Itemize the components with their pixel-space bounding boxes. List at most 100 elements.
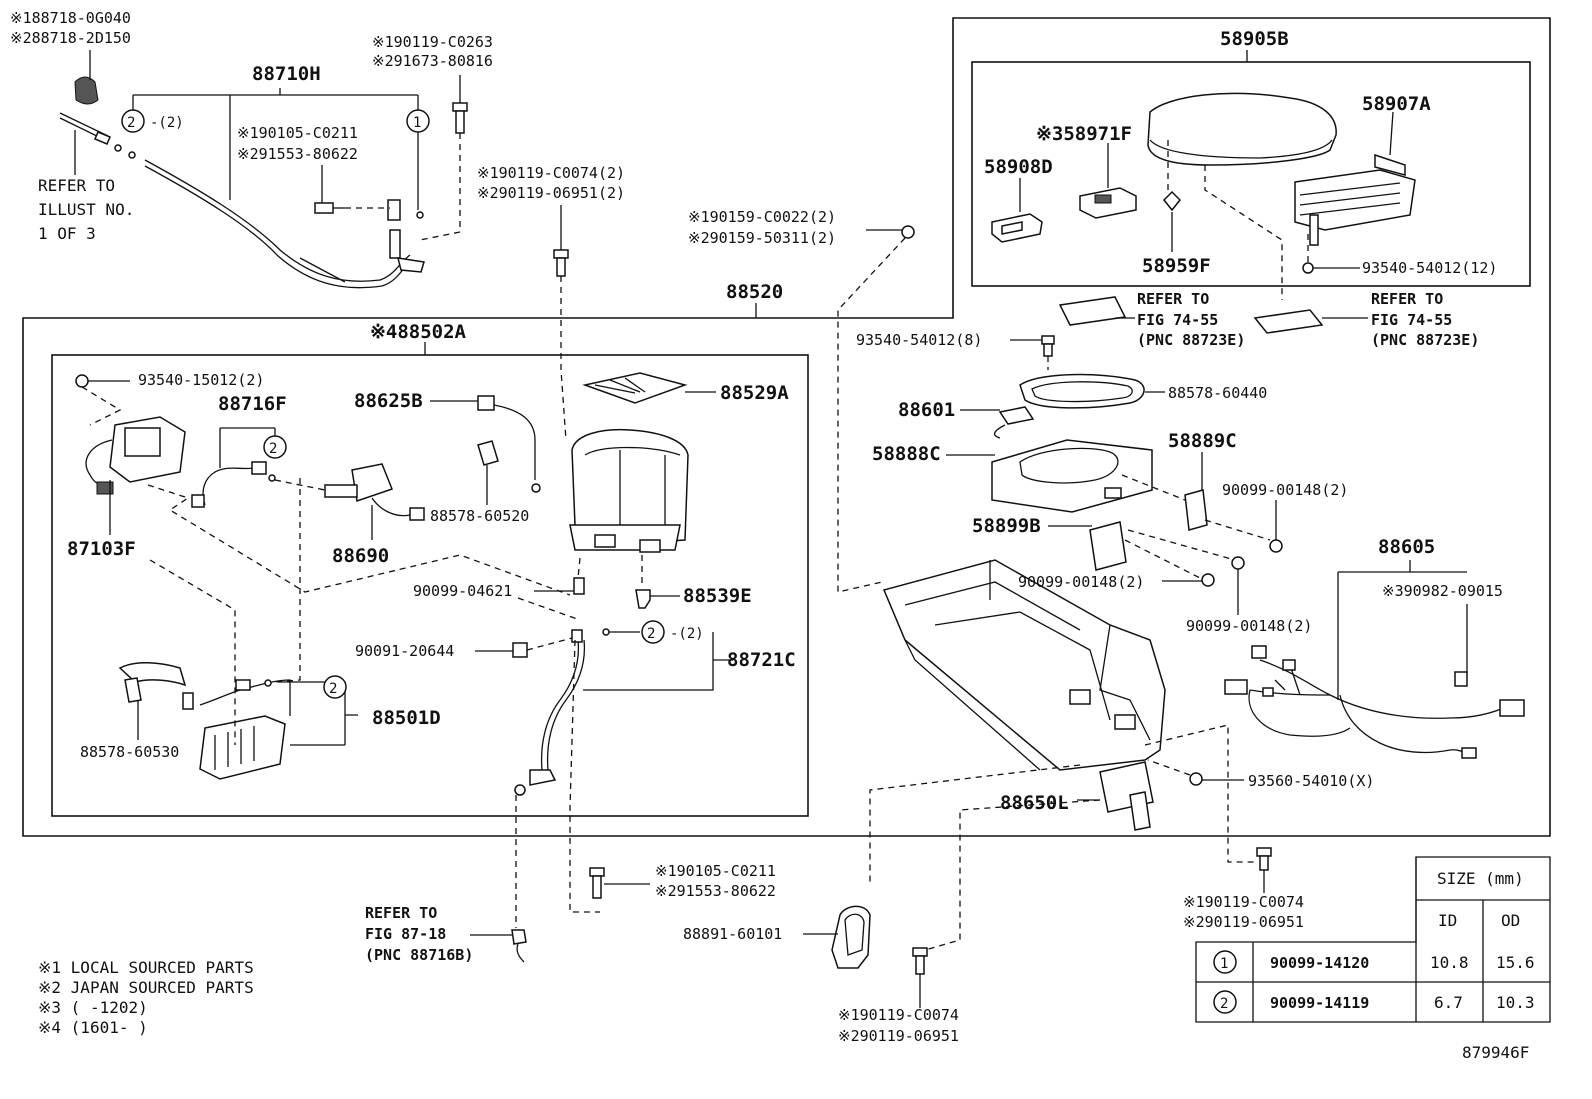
size-table-row2-mark-label: 2 [1220, 996, 1228, 1012]
label-ref-fig74-b-1: REFER TO [1371, 290, 1443, 308]
label-190105-top: ※190105-C0211 [237, 124, 358, 142]
screw-90099-00148-b-drawing [1162, 573, 1215, 587]
label-90091-20644: 90091-20644 [355, 642, 454, 660]
ecu-88650l-drawing [924, 761, 1154, 951]
button-88601-drawing [960, 406, 1035, 439]
size-table-row2-id: 6.7 [1434, 993, 1463, 1012]
size-table-col-id: ID [1438, 911, 1457, 930]
screw-90099-00148-a-drawing [1269, 500, 1283, 553]
legend-line-4: ※4 (1601- ) [38, 1018, 148, 1037]
label-88710h: 88710H [252, 63, 321, 85]
label-190119-bot-a: ※190119-C0074 [838, 1006, 959, 1024]
label-390982: ※390982-09015 [1382, 582, 1503, 600]
bolt-90119-c0074-top-drawing [553, 205, 569, 441]
label-ref-fig74-a-2: FIG 74-55 [1137, 311, 1218, 329]
label-58908d: 58908D [984, 156, 1053, 178]
clip-88718-drawing [74, 50, 99, 105]
ring-marker-2-mid-label: 2 [647, 626, 655, 642]
screw-90099-04621-drawing [534, 577, 585, 595]
pad-88723e-b-drawing [1253, 309, 1368, 334]
cover-88891-drawing [803, 905, 871, 969]
label-58907a: 58907A [1362, 93, 1431, 115]
label-190119-c0263: ※190119-C0263 [372, 33, 493, 51]
gasket-88578-60440-drawing [1019, 373, 1165, 409]
label-ref-fig74-a-1: REFER TO [1137, 290, 1209, 308]
label-ring-qty-top: -(2) [150, 115, 184, 131]
screw-93540-54012-8-drawing [1010, 335, 1055, 370]
label-ref-illust-3: 1 OF 3 [38, 224, 96, 243]
label-190119-c0074-top: ※190119-C0074(2) [477, 164, 625, 182]
bolt-90119-bottom-b-drawing [1256, 847, 1272, 893]
label-88502a: ※488502A [370, 321, 467, 343]
label-ref-fig74-a-3: (PNC 88723E) [1137, 331, 1245, 349]
label-290119-top: ※290119-06951(2) [477, 184, 625, 202]
component-88690-drawing [274, 463, 425, 540]
size-table: SIZE (mm) ID OD 1 90099-14120 10.8 15.6 … [1195, 856, 1551, 1023]
label-88578-60440: 88578-60440 [1168, 384, 1267, 402]
screw-90099-00148-c-drawing [1231, 556, 1245, 615]
bracket-58899b-drawing [1048, 521, 1236, 579]
label-88501d: 88501D [372, 707, 441, 729]
ring-marker-2-88501d-label: 2 [329, 681, 337, 697]
ring-marker-2-top [121, 109, 145, 133]
box-88529-drawing [569, 428, 689, 585]
legend-line-3: ※3 ( -1202) [38, 998, 148, 1017]
bolt-91553-drawing [314, 165, 390, 214]
label-ref-fig74-b-3: (PNC 88723E) [1371, 331, 1479, 349]
label-88520: 88520 [726, 281, 783, 303]
label-ref-fig87-1: REFER TO [365, 904, 437, 922]
label-90099-04621: 90099-04621 [413, 582, 512, 600]
label-58888c: 58888C [872, 443, 941, 465]
console-body-drawing [869, 559, 1255, 885]
size-table-row1-od: 15.6 [1496, 953, 1535, 972]
label-ref-fig87-3: (PNC 88716B) [365, 946, 473, 964]
assembly-88520-frame [22, 17, 1551, 837]
label-290119-bot-a: ※290119-06951 [838, 1027, 959, 1045]
label-190159: ※190159-C0022(2) [688, 208, 836, 226]
label-90099-00148-b: 90099-00148(2) [1018, 573, 1144, 591]
ring-marker-2-top-label: 2 [127, 115, 135, 131]
label-93540-15012: 93540-15012(2) [138, 371, 264, 389]
harness-88625b-drawing [430, 395, 541, 493]
label-58889c: 58889C [1168, 430, 1237, 452]
component-87103f-drawing [85, 416, 186, 535]
label-93560: 93560-54010(X) [1248, 772, 1374, 790]
cable-88721c-drawing [514, 597, 733, 928]
label-88721c: 88721C [727, 649, 796, 671]
size-table-row2-od: 10.3 [1496, 993, 1535, 1012]
mat-88529a-drawing [582, 372, 716, 404]
label-93540-54012-12: 93540-54012(12) [1362, 259, 1497, 277]
clip-58959f-drawing [1162, 190, 1182, 252]
assembly-58905b-frame [971, 61, 1531, 287]
clip-refer-fig87-drawing [470, 929, 527, 963]
bolt-90159-drawing [837, 225, 915, 593]
label-190119-bot-b: ※190119-C0074 [1183, 893, 1304, 911]
part-labels: ※188718-0G040 ※288718-2D150 88710H -(2) … [10, 9, 1503, 1045]
label-58899b: 58899B [972, 515, 1041, 537]
size-table-row2-mark [1213, 990, 1237, 1014]
panel-58888c-drawing [946, 439, 1186, 513]
label-88578-60530: 88578-60530 [80, 743, 179, 761]
harness-88716f-drawing [191, 427, 276, 508]
screw-93560-drawing [1147, 759, 1244, 786]
leader-88710h [132, 88, 419, 200]
label-88529a: 88529A [720, 382, 789, 404]
label-288718: ※288718-2D150 [10, 29, 131, 47]
size-table-row1-mark-label: 1 [1220, 956, 1228, 972]
boot-88578-60530-drawing [118, 662, 187, 740]
label-88650l: 88650L [1000, 792, 1069, 814]
hinge-58907a-drawing [1294, 111, 1416, 274]
assembly-88502a-frame [51, 354, 809, 817]
label-188718: ※188718-0G040 [10, 9, 131, 27]
bolt-90119-bottom-a-drawing [912, 947, 928, 1008]
bolt-91553-bottom-drawing [589, 867, 650, 899]
label-88716f: 88716F [218, 393, 287, 415]
label-ring-qty-mid: -(2) [670, 626, 704, 642]
label-58905b: 58905B [1220, 28, 1289, 50]
size-table-row1-mark [1213, 950, 1237, 974]
inner-dashed-routes [147, 478, 571, 745]
latch-58971f-drawing [1079, 143, 1137, 219]
label-ref-fig87-2: FIG 87-18 [365, 925, 446, 943]
cable-88710h-drawing [59, 112, 425, 289]
